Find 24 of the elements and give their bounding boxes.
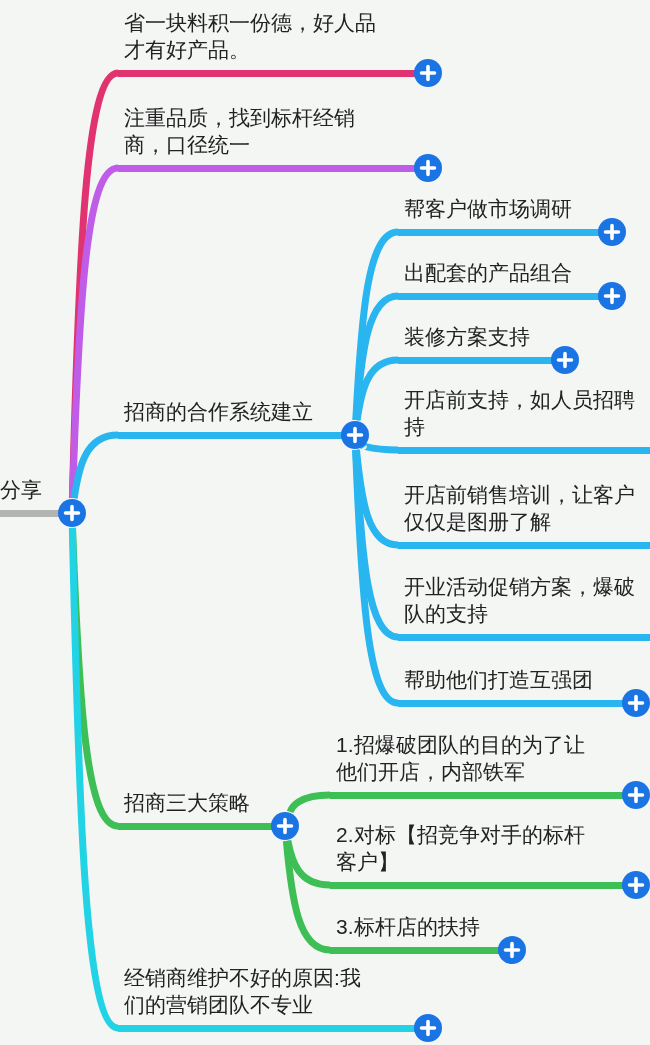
topic-text: 开店前支持，如人员招聘持 [404,386,636,441]
topic-text: 招商三大策略 [124,790,251,817]
branch-connector [352,228,399,421]
branch-connector [286,791,331,814]
topic-text: 开店前销售培训，让客户仅仅是图册了解 [404,481,636,536]
topic-text: 经销商维护不好的原因:我们的营销团队不专业 [124,964,362,1019]
topic-text: 1.招爆破团队的目的为了让他们开店，内部铁军 [336,731,586,786]
topic-text: 帮客户做市场调研 [404,196,573,223]
branch-connector [352,292,399,421]
topic-text: 出配套的产品组合 [404,260,573,287]
topic-text: 2.对标【招竞争对手的标杆客户】 [336,821,586,876]
topic-text: 分享 [0,477,43,504]
topic-text: 招商的合作系统建立 [124,399,314,426]
branch-connector [353,356,399,421]
topic-text: 3.标杆店的扶持 [336,914,481,941]
topic-text: 开业活动促销方案，爆破队的支持 [404,573,636,628]
branch-connector [282,840,331,954]
branch-connector [70,431,119,499]
branch-connector [68,527,120,1032]
topic-text: 省一块料积一份德，好人品才有好产品。 [124,9,377,64]
topic-text: 注重品质，找到标杆经销商，口径统一 [124,104,356,159]
topic-text: 帮助他们打造互强团 [404,667,594,694]
branch-connector [362,443,399,454]
topic-text: 装修方案支持 [404,324,531,351]
